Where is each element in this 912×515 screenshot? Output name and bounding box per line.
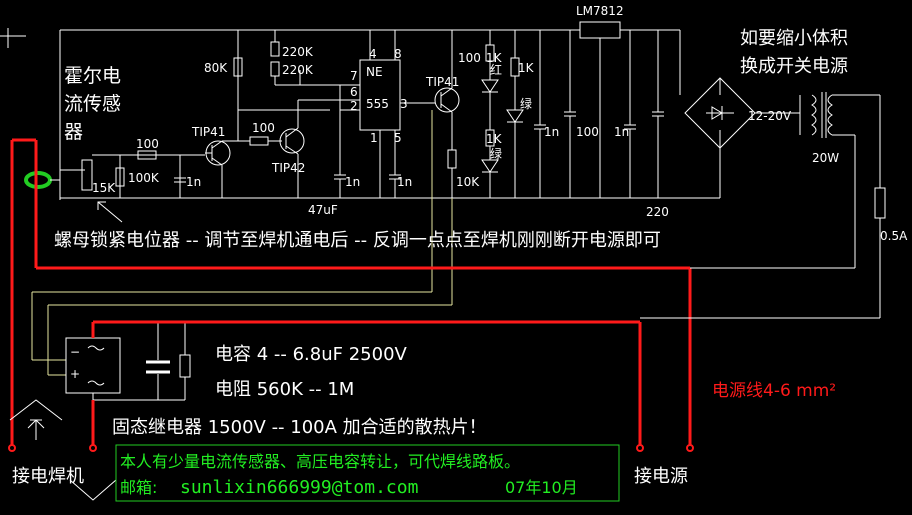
svg-text:4: 4: [369, 47, 377, 61]
input-section: [60, 150, 205, 198]
svg-text:15K: 15K: [92, 181, 116, 195]
svg-text:5: 5: [394, 131, 402, 145]
lm7812-regulator: [579, 21, 621, 39]
svg-text:霍尔电: 霍尔电: [64, 65, 121, 87]
svg-text:220K: 220K: [282, 45, 314, 59]
svg-text:6: 6: [350, 85, 358, 99]
svg-text:80K: 80K: [204, 61, 228, 75]
svg-text:1K: 1K: [518, 61, 535, 75]
svg-text:1: 1: [370, 131, 378, 145]
hall-sensor-ring: [24, 171, 52, 189]
to-power-label: 接电源: [634, 466, 688, 487]
transistor-q1: [205, 30, 239, 198]
ssr-minus: −: [70, 345, 80, 359]
transistor-q3: [415, 30, 460, 198]
bridge-rectifier: [684, 77, 800, 149]
filter-caps: [534, 30, 664, 198]
svg-text:1n: 1n: [397, 175, 412, 189]
svg-text:100K: 100K: [128, 171, 160, 185]
svg-text:器: 器: [64, 121, 83, 143]
welder-icon: [9, 399, 117, 501]
svg-text:1K: 1K: [486, 51, 503, 65]
led-column: [481, 30, 524, 198]
ad-box: [115, 444, 620, 502]
svg-text:红: 红: [490, 62, 502, 77]
to-welder-label: 接电焊机: [12, 466, 84, 487]
svg-text:100: 100: [136, 137, 159, 151]
svg-text:2: 2: [350, 99, 358, 113]
svg-text:47uF: 47uF: [308, 203, 338, 217]
ne555-chip: [339, 30, 415, 198]
svg-text:TIP41: TIP41: [425, 75, 459, 89]
svg-text:绿: 绿: [520, 96, 532, 111]
psu-note-line1: 如要缩小体积: [740, 28, 848, 49]
svg-text:220: 220: [646, 205, 669, 219]
caps-555: [334, 110, 346, 198]
cap-spec: 电容 4 -- 6.8uF 2500V: [215, 344, 408, 365]
svg-text:100: 100: [458, 51, 481, 65]
svg-text:绿: 绿: [490, 146, 502, 161]
ssr-spec: 固态继电器 1500V -- 100A 加合适的散热片！: [112, 417, 487, 438]
fuse-label: 0.5A: [880, 229, 908, 243]
power-wiring: [10, 138, 692, 445]
svg-text:1n: 1n: [544, 125, 559, 139]
crosshair-icon: [0, 28, 26, 48]
bottom-rail: [60, 130, 721, 199]
hall-sensor-label: 霍尔电 流传感 器: [64, 65, 121, 143]
ad-email-label: 邮箱:: [120, 478, 157, 497]
transformer: [799, 92, 881, 268]
svg-text:8: 8: [394, 47, 402, 61]
transistor-q2: [238, 99, 340, 198]
control-wires: [31, 110, 453, 376]
svg-text:1n: 1n: [345, 175, 360, 189]
lm7812-label: LM7812: [576, 4, 624, 18]
power-wire-label: 电源线4-6 mm²: [712, 381, 836, 401]
transformer-voltage-label: 12-20V: [748, 109, 792, 123]
psu-note-line2: 换成开关电源: [740, 56, 848, 77]
terminals: [8, 444, 694, 452]
svg-text:1n: 1n: [186, 175, 201, 189]
ad-date: 07年10月: [505, 478, 578, 497]
ad-email[interactable]: sunlixin666999@tom.com: [180, 477, 418, 498]
svg-text:流传感: 流传感: [64, 93, 121, 115]
component-labels: 100 100K 15K 1n TIP41 100 TIP42 80K 220K…: [92, 45, 669, 219]
res-spec: 电阻 560K -- 1M: [215, 379, 354, 400]
pot-note: 螺母锁紧电位器 -- 调节至焊机通电后 -- 反调一点点至焊机刚刚断开电源即可: [54, 230, 661, 251]
timing-resistors: [233, 30, 340, 111]
svg-text:1K: 1K: [486, 132, 503, 146]
ssr-plus: +: [70, 367, 80, 381]
svg-text:TIP41: TIP41: [191, 125, 225, 139]
transformer-power-label: 20W: [812, 151, 839, 165]
svg-text:7: 7: [350, 69, 358, 83]
svg-text:NE: NE: [366, 65, 383, 79]
pot-arrow-icon: [97, 201, 123, 223]
svg-text:3: 3: [400, 97, 408, 111]
svg-text:100: 100: [252, 121, 275, 135]
svg-text:10K: 10K: [456, 175, 480, 189]
svg-text:100: 100: [576, 125, 599, 139]
fuse: [874, 187, 886, 219]
svg-text:TIP42: TIP42: [271, 161, 305, 175]
ad-line1: 本人有少量电流传感器、高压电容转让，可代焊线路板。: [120, 452, 520, 471]
svg-text:555: 555: [366, 97, 389, 111]
svg-text:220K: 220K: [282, 63, 314, 77]
svg-text:1n: 1n: [614, 125, 629, 139]
snubber: [92, 322, 191, 401]
